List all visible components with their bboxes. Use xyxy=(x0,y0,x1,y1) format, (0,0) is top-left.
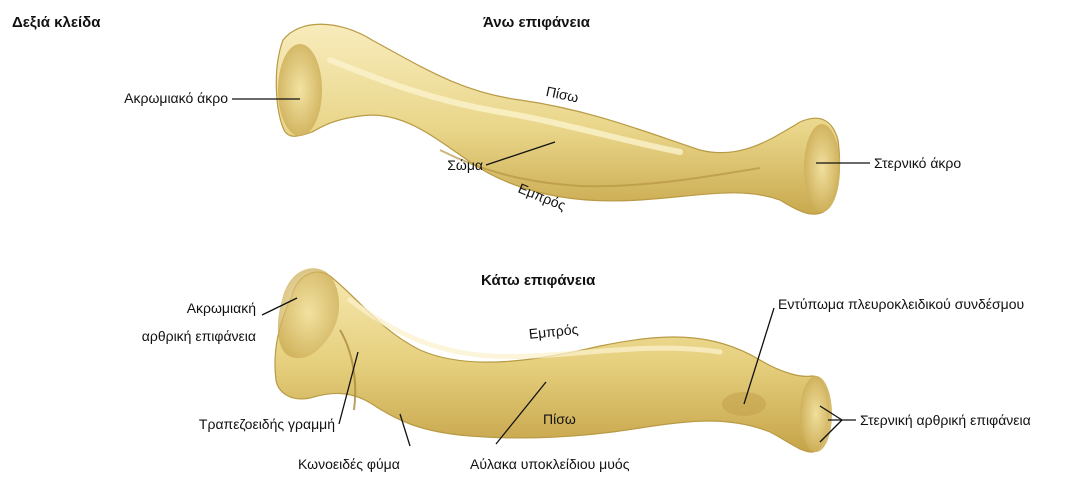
figure-title: Δεξιά κλείδα xyxy=(12,14,100,31)
top-sternal-end-face xyxy=(804,124,840,212)
label-trapezoid-line: Τραπεζοειδής γραμμή xyxy=(140,416,335,433)
label-sternal-end: Στερνικό άκρο xyxy=(874,155,961,172)
top-acromial-end-face xyxy=(278,44,322,136)
label-acromial-articular-line2: αρθρική επιφάνεια xyxy=(60,328,256,345)
label-bottom-posterior: Πίσω xyxy=(543,411,576,428)
label-acromial-end: Ακρωμιακό άκρο xyxy=(90,90,228,107)
bottom-view-heading: Κάτω επιφάνεια xyxy=(481,272,595,289)
clavicle-top-shape xyxy=(276,24,839,214)
label-sternal-articular-surface: Στερνική αρθρική επιφάνεια xyxy=(860,412,1031,429)
label-acromial-articular-line1: Ακρωμιακή xyxy=(60,300,256,317)
label-subclavius-groove: Αύλακα υποκλείδιου μυός xyxy=(470,456,629,473)
clavicle-superior-view xyxy=(276,24,840,214)
label-body: Σώμα xyxy=(405,157,483,174)
bottom-sternal-end-face xyxy=(800,376,832,452)
label-costoclavicular-impression: Εντύπωμα πλευροκλειδικού συνδέσμου xyxy=(778,296,1024,313)
top-view-heading: Άνω επιφάνεια xyxy=(483,14,590,31)
label-conoid-tubercle: Κωνοειδές φύμα xyxy=(298,456,400,473)
